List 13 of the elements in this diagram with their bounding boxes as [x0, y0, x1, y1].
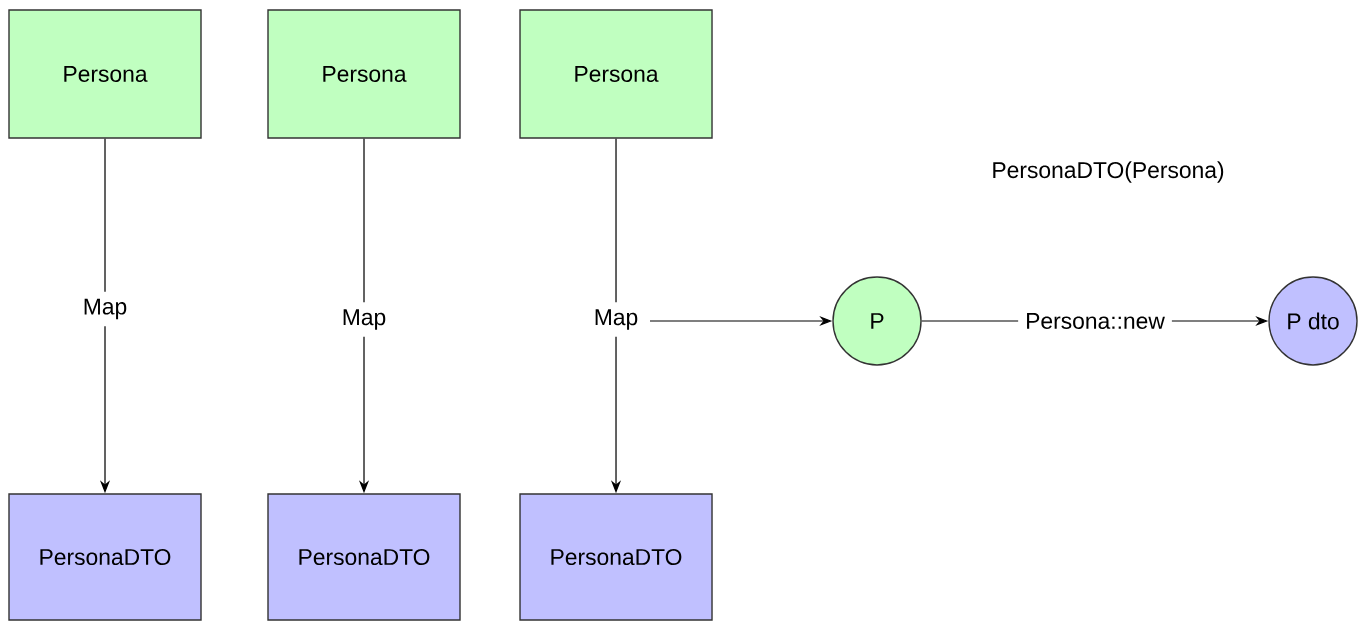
class-box: Persona — [519, 9, 713, 139]
edge-label: Persona::new — [1018, 306, 1172, 336]
edge-label: Map — [586, 302, 646, 337]
circle-node: P dto — [1268, 276, 1358, 366]
circle-node: P — [832, 276, 922, 366]
class-box: PersonaDTO — [519, 493, 713, 621]
class-box: Persona — [267, 9, 461, 139]
signature-label: PersonaDTO(Persona) — [993, 161, 1224, 183]
edge-label: Map — [334, 302, 394, 337]
class-box: PersonaDTO — [267, 493, 461, 621]
class-box: PersonaDTO — [8, 493, 202, 621]
class-box: Persona — [8, 9, 202, 139]
edge-label: Map — [75, 291, 135, 327]
